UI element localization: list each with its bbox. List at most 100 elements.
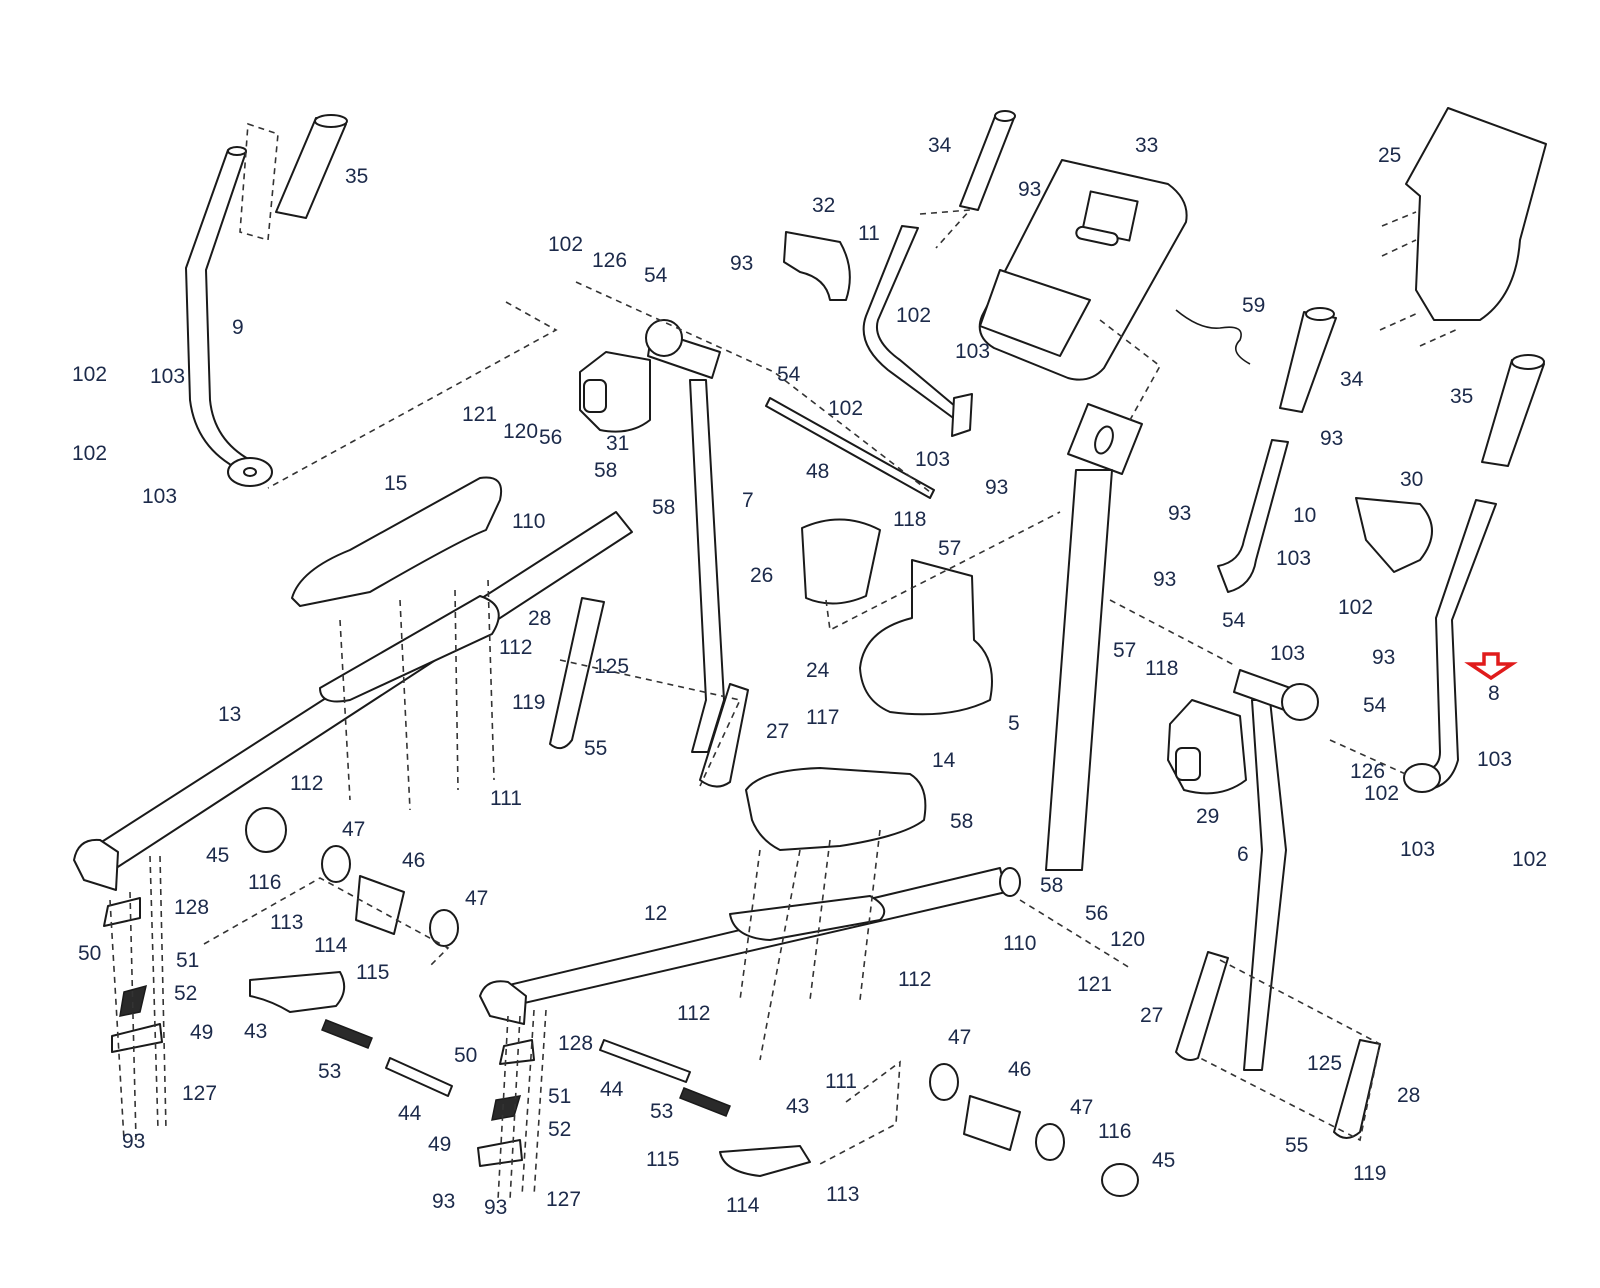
part-label-48: 48 — [806, 460, 829, 483]
part-label-93: 93 — [1320, 427, 1343, 450]
part-label-5: 5 — [1008, 712, 1020, 735]
part-25-rear-shroud — [1405, 107, 1547, 321]
part-label-52: 52 — [174, 982, 197, 1005]
part-label-54: 54 — [1363, 694, 1387, 717]
part-label-103: 103 — [1276, 547, 1311, 570]
part-label-50: 50 — [454, 1044, 477, 1067]
part-label-34: 34 — [928, 134, 952, 157]
part-label-54: 54 — [1222, 609, 1246, 632]
part-11-console-arm — [862, 225, 973, 437]
part-label-118: 118 — [1145, 657, 1178, 680]
part-8-right-upper-arm — [1403, 499, 1497, 793]
part-label-116: 116 — [248, 871, 281, 894]
part-label-28: 28 — [1397, 1084, 1420, 1107]
part-label-24: 24 — [806, 659, 830, 682]
part-label-111: 111 — [825, 1070, 857, 1093]
part-14-right-pedal — [729, 767, 927, 941]
part-label-113: 113 — [826, 1183, 859, 1206]
part-label-115: 115 — [646, 1148, 679, 1171]
part-label-93: 93 — [484, 1196, 507, 1219]
part-label-112: 112 — [677, 1002, 710, 1025]
part-59-wire-harness — [1175, 309, 1251, 365]
part-label-103: 103 — [955, 340, 990, 363]
part-label-53: 53 — [650, 1100, 673, 1123]
part-label-112: 112 — [499, 636, 532, 659]
part-label-112: 112 — [290, 772, 323, 795]
part-label-103: 103 — [150, 365, 185, 388]
part-label-118: 118 — [893, 508, 926, 531]
part-26-water-bottle-holder — [801, 518, 881, 605]
part-label-35: 35 — [1450, 385, 1473, 408]
part-9-left-upper-arm — [185, 146, 273, 487]
part-35-right-grip — [1481, 354, 1545, 467]
part-label-34: 34 — [1340, 368, 1364, 391]
part-label-59: 59 — [1242, 294, 1265, 317]
part-28-right-link-arm — [1333, 1039, 1381, 1139]
part-34-left-console-grip — [959, 110, 1016, 211]
part-label-55: 55 — [584, 737, 607, 760]
part-label-13: 13 — [218, 703, 241, 726]
part-27-right-link-cover — [1175, 951, 1229, 1061]
part-label-25: 25 — [1378, 144, 1401, 167]
part-label-14: 14 — [932, 749, 956, 772]
part-30-right-cover — [1355, 497, 1433, 573]
part-label-58: 58 — [1040, 874, 1063, 897]
part-label-56: 56 — [1085, 902, 1108, 925]
part-label-47: 47 — [342, 818, 365, 841]
part-12-right-pedal-arm — [479, 867, 1021, 1025]
assembly-guide-lines — [267, 209, 1461, 1142]
part-29-right-shroud — [1167, 699, 1247, 795]
part-label-28: 28 — [528, 607, 551, 630]
part-label-114: 114 — [314, 934, 348, 957]
part-label-44: 44 — [600, 1078, 624, 1101]
part-label-46: 46 — [402, 849, 425, 872]
part-label-119: 119 — [1353, 1162, 1386, 1185]
part-7-left-upright — [645, 319, 725, 753]
part-28-left-link-cover — [549, 597, 605, 750]
part-label-103: 103 — [1400, 838, 1435, 861]
part-label-54: 54 — [777, 363, 801, 386]
part-label-46: 46 — [1008, 1058, 1031, 1081]
part-6-right-upright — [1233, 669, 1319, 1071]
part-label-126: 126 — [592, 249, 627, 272]
part-label-102: 102 — [828, 397, 863, 420]
part-label-93: 93 — [1168, 502, 1191, 525]
part-label-93: 93 — [432, 1190, 455, 1213]
part-label-112: 112 — [898, 968, 931, 991]
part-label-93: 93 — [1372, 646, 1395, 669]
right-crank-assembly — [599, 1039, 1139, 1197]
part-label-45: 45 — [1152, 1149, 1175, 1172]
part-label-114: 114 — [726, 1194, 760, 1217]
part-10-right-console-arm — [1217, 439, 1289, 593]
part-label-11: 11 — [858, 222, 880, 245]
part-label-50: 50 — [78, 942, 101, 965]
part-label-120: 120 — [503, 420, 538, 443]
part-33-console — [978, 159, 1188, 381]
part-label-53: 53 — [318, 1060, 341, 1083]
part-label-47: 47 — [1070, 1096, 1093, 1119]
part-label-126: 126 — [1350, 760, 1385, 783]
part-label-128: 128 — [174, 896, 209, 919]
part-label-93: 93 — [1018, 178, 1041, 201]
part-label-102: 102 — [72, 442, 107, 465]
part-label-9: 9 — [232, 316, 244, 339]
part-label-45: 45 — [206, 844, 229, 867]
part-label-120: 120 — [1110, 928, 1145, 951]
part-label-31: 31 — [606, 432, 629, 455]
part-label-49: 49 — [190, 1021, 213, 1044]
part-label-93: 93 — [730, 252, 753, 275]
part-label-44: 44 — [398, 1102, 422, 1125]
part-label-102: 102 — [72, 363, 107, 386]
down-arrow-icon — [1464, 652, 1518, 681]
part-label-103: 103 — [142, 485, 177, 508]
part-label-15: 15 — [384, 472, 407, 495]
part-label-29: 29 — [1196, 805, 1219, 828]
part-label-51: 51 — [176, 949, 199, 972]
part-label-121: 121 — [1077, 973, 1112, 996]
part-label-128: 128 — [558, 1032, 593, 1055]
part-label-119: 119 — [512, 691, 545, 714]
part-label-102: 102 — [548, 233, 583, 256]
part-label-121: 121 — [462, 403, 497, 426]
part-label-116: 116 — [1098, 1120, 1131, 1143]
